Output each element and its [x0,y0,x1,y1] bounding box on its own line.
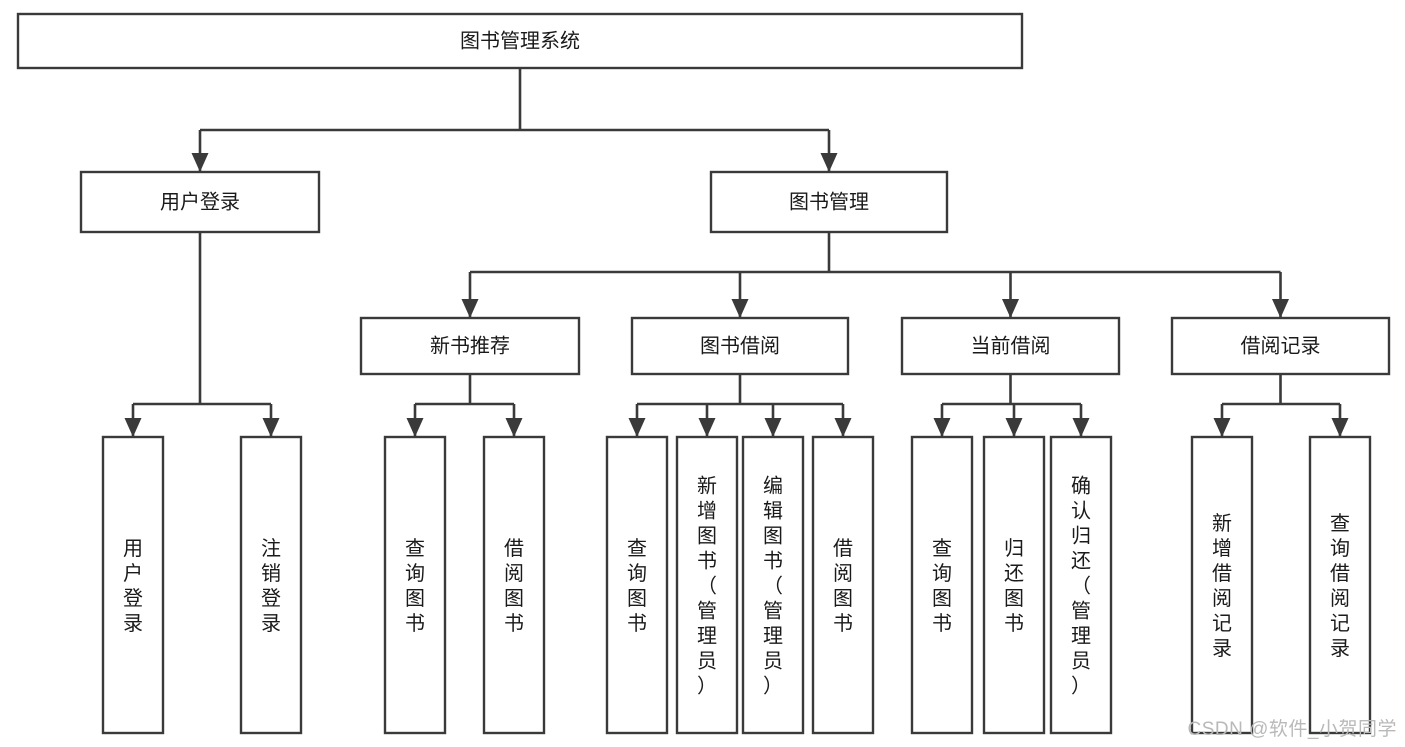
node-leaf-query-book-3[interactable]: 查询图书 [910,435,974,735]
edge-group-new-book-rec [406,374,523,437]
node-box-leaf-user-logout [239,435,303,735]
node-box-leaf-add-record [1190,435,1254,735]
node-label-leaf-add-record: 新增借阅记录 [1212,512,1232,660]
node-label-book-borrow: 图书借阅 [700,334,780,357]
node-leaf-query-record[interactable]: 查询借阅记录 [1308,435,1372,735]
edge-group-book-borrow [628,374,852,437]
node-leaf-user-logout[interactable]: 注销登录 [239,435,303,735]
node-leaf-borrow-book-1[interactable]: 借阅图书 [482,435,546,735]
node-box-root [16,12,1024,70]
node-box-current-borrow [900,316,1121,376]
arrow-head-icon [1072,418,1090,437]
node-box-leaf-query-book-3 [910,435,974,735]
node-label-leaf-borrow-book-1: 借阅图书 [504,537,524,635]
node-leaf-add-record[interactable]: 新增借阅记录 [1190,435,1254,735]
edge-group-borrow-record [1213,374,1349,437]
node-borrow-record[interactable]: 借阅记录 [1170,316,1391,376]
arrow-head-icon [505,418,523,437]
node-box-book-borrow [630,316,850,376]
node-label-leaf-query-record: 查询借阅记录 [1330,512,1350,660]
arrow-head-icon [764,418,782,437]
node-label-leaf-confirm-return: 确认归还（管理员） [1071,475,1091,698]
node-leaf-edit-book[interactable]: 编辑图书（管理员） [741,435,805,735]
node-label-leaf-edit-book: 编辑图书（管理员） [763,475,783,698]
arrow-head-icon [124,418,142,437]
arrow-head-icon [262,418,280,437]
node-box-leaf-query-record [1308,435,1372,735]
node-root[interactable]: 图书管理系统 [16,12,1024,70]
node-label-current-borrow: 当前借阅 [971,334,1051,357]
arrow-head-icon [820,153,838,172]
arrow-head-icon [731,299,749,318]
node-user-login[interactable]: 用户登录 [79,170,321,234]
node-book-manage[interactable]: 图书管理 [709,170,949,234]
node-box-book-manage [709,170,949,234]
node-box-leaf-borrow-book-2 [811,435,875,735]
node-label-leaf-query-book-2: 查询图书 [627,537,647,635]
node-leaf-user-login[interactable]: 用户登录 [101,435,165,735]
arrow-head-icon [461,299,479,318]
node-label-new-book-rec: 新书推荐 [430,334,510,357]
node-label-leaf-user-login: 用户登录 [123,538,143,635]
node-box-leaf-confirm-return [1049,435,1113,735]
node-label-leaf-user-logout: 注销登录 [261,537,281,635]
node-box-leaf-return-book [982,435,1046,735]
arrow-head-icon [834,418,852,437]
node-leaf-return-book[interactable]: 归还图书 [982,435,1046,735]
node-box-leaf-user-login [101,435,165,735]
edge-group-user-login [124,232,280,437]
edge-group-book-manage [461,232,1289,318]
arrow-head-icon [406,418,424,437]
node-label-leaf-query-book-3: 查询图书 [932,537,952,635]
arrow-head-icon [1331,418,1349,437]
node-box-user-login [79,170,321,234]
node-box-leaf-query-book-1 [383,435,447,735]
arrow-head-icon [191,153,209,172]
node-label-root: 图书管理系统 [460,29,580,52]
node-leaf-confirm-return[interactable]: 确认归还（管理员） [1049,435,1113,735]
node-current-borrow[interactable]: 当前借阅 [900,316,1121,376]
node-box-borrow-record [1170,316,1391,376]
node-label-leaf-query-book-1: 查询图书 [405,537,425,635]
edge-group-root [191,68,838,172]
node-box-leaf-edit-book [741,435,805,735]
arrow-head-icon [1213,418,1231,437]
node-label-book-manage: 图书管理 [789,190,869,213]
node-leaf-query-book-1[interactable]: 查询图书 [383,435,447,735]
arrow-head-icon [933,418,951,437]
arrow-head-icon [1272,299,1289,318]
node-new-book-rec[interactable]: 新书推荐 [359,316,581,376]
arrow-head-icon [1002,299,1019,318]
node-leaf-query-book-2[interactable]: 查询图书 [605,435,669,735]
node-label-leaf-return-book: 归还图书 [1004,537,1024,635]
node-box-leaf-query-book-2 [605,435,669,735]
node-label-user-login: 用户登录 [160,190,240,213]
node-label-leaf-add-book: 新增图书（管理员） [697,475,717,698]
connector-layer [124,68,1349,437]
node-leaf-add-book[interactable]: 新增图书（管理员） [675,435,739,735]
arrow-head-icon [628,418,646,437]
arrow-head-icon [698,418,716,437]
node-box-leaf-borrow-book-1 [482,435,546,735]
node-book-borrow[interactable]: 图书借阅 [630,316,850,376]
node-layer: 图书管理系统用户登录图书管理新书推荐图书借阅当前借阅借阅记录用户登录注销登录查询… [16,12,1391,735]
node-box-new-book-rec [359,316,581,376]
node-label-leaf-borrow-book-2: 借阅图书 [833,537,853,635]
node-label-borrow-record: 借阅记录 [1241,334,1321,357]
edge-group-current-borrow [933,374,1090,437]
node-box-leaf-add-book [675,435,739,735]
arrow-head-icon [1005,418,1023,437]
node-leaf-borrow-book-2[interactable]: 借阅图书 [811,435,875,735]
